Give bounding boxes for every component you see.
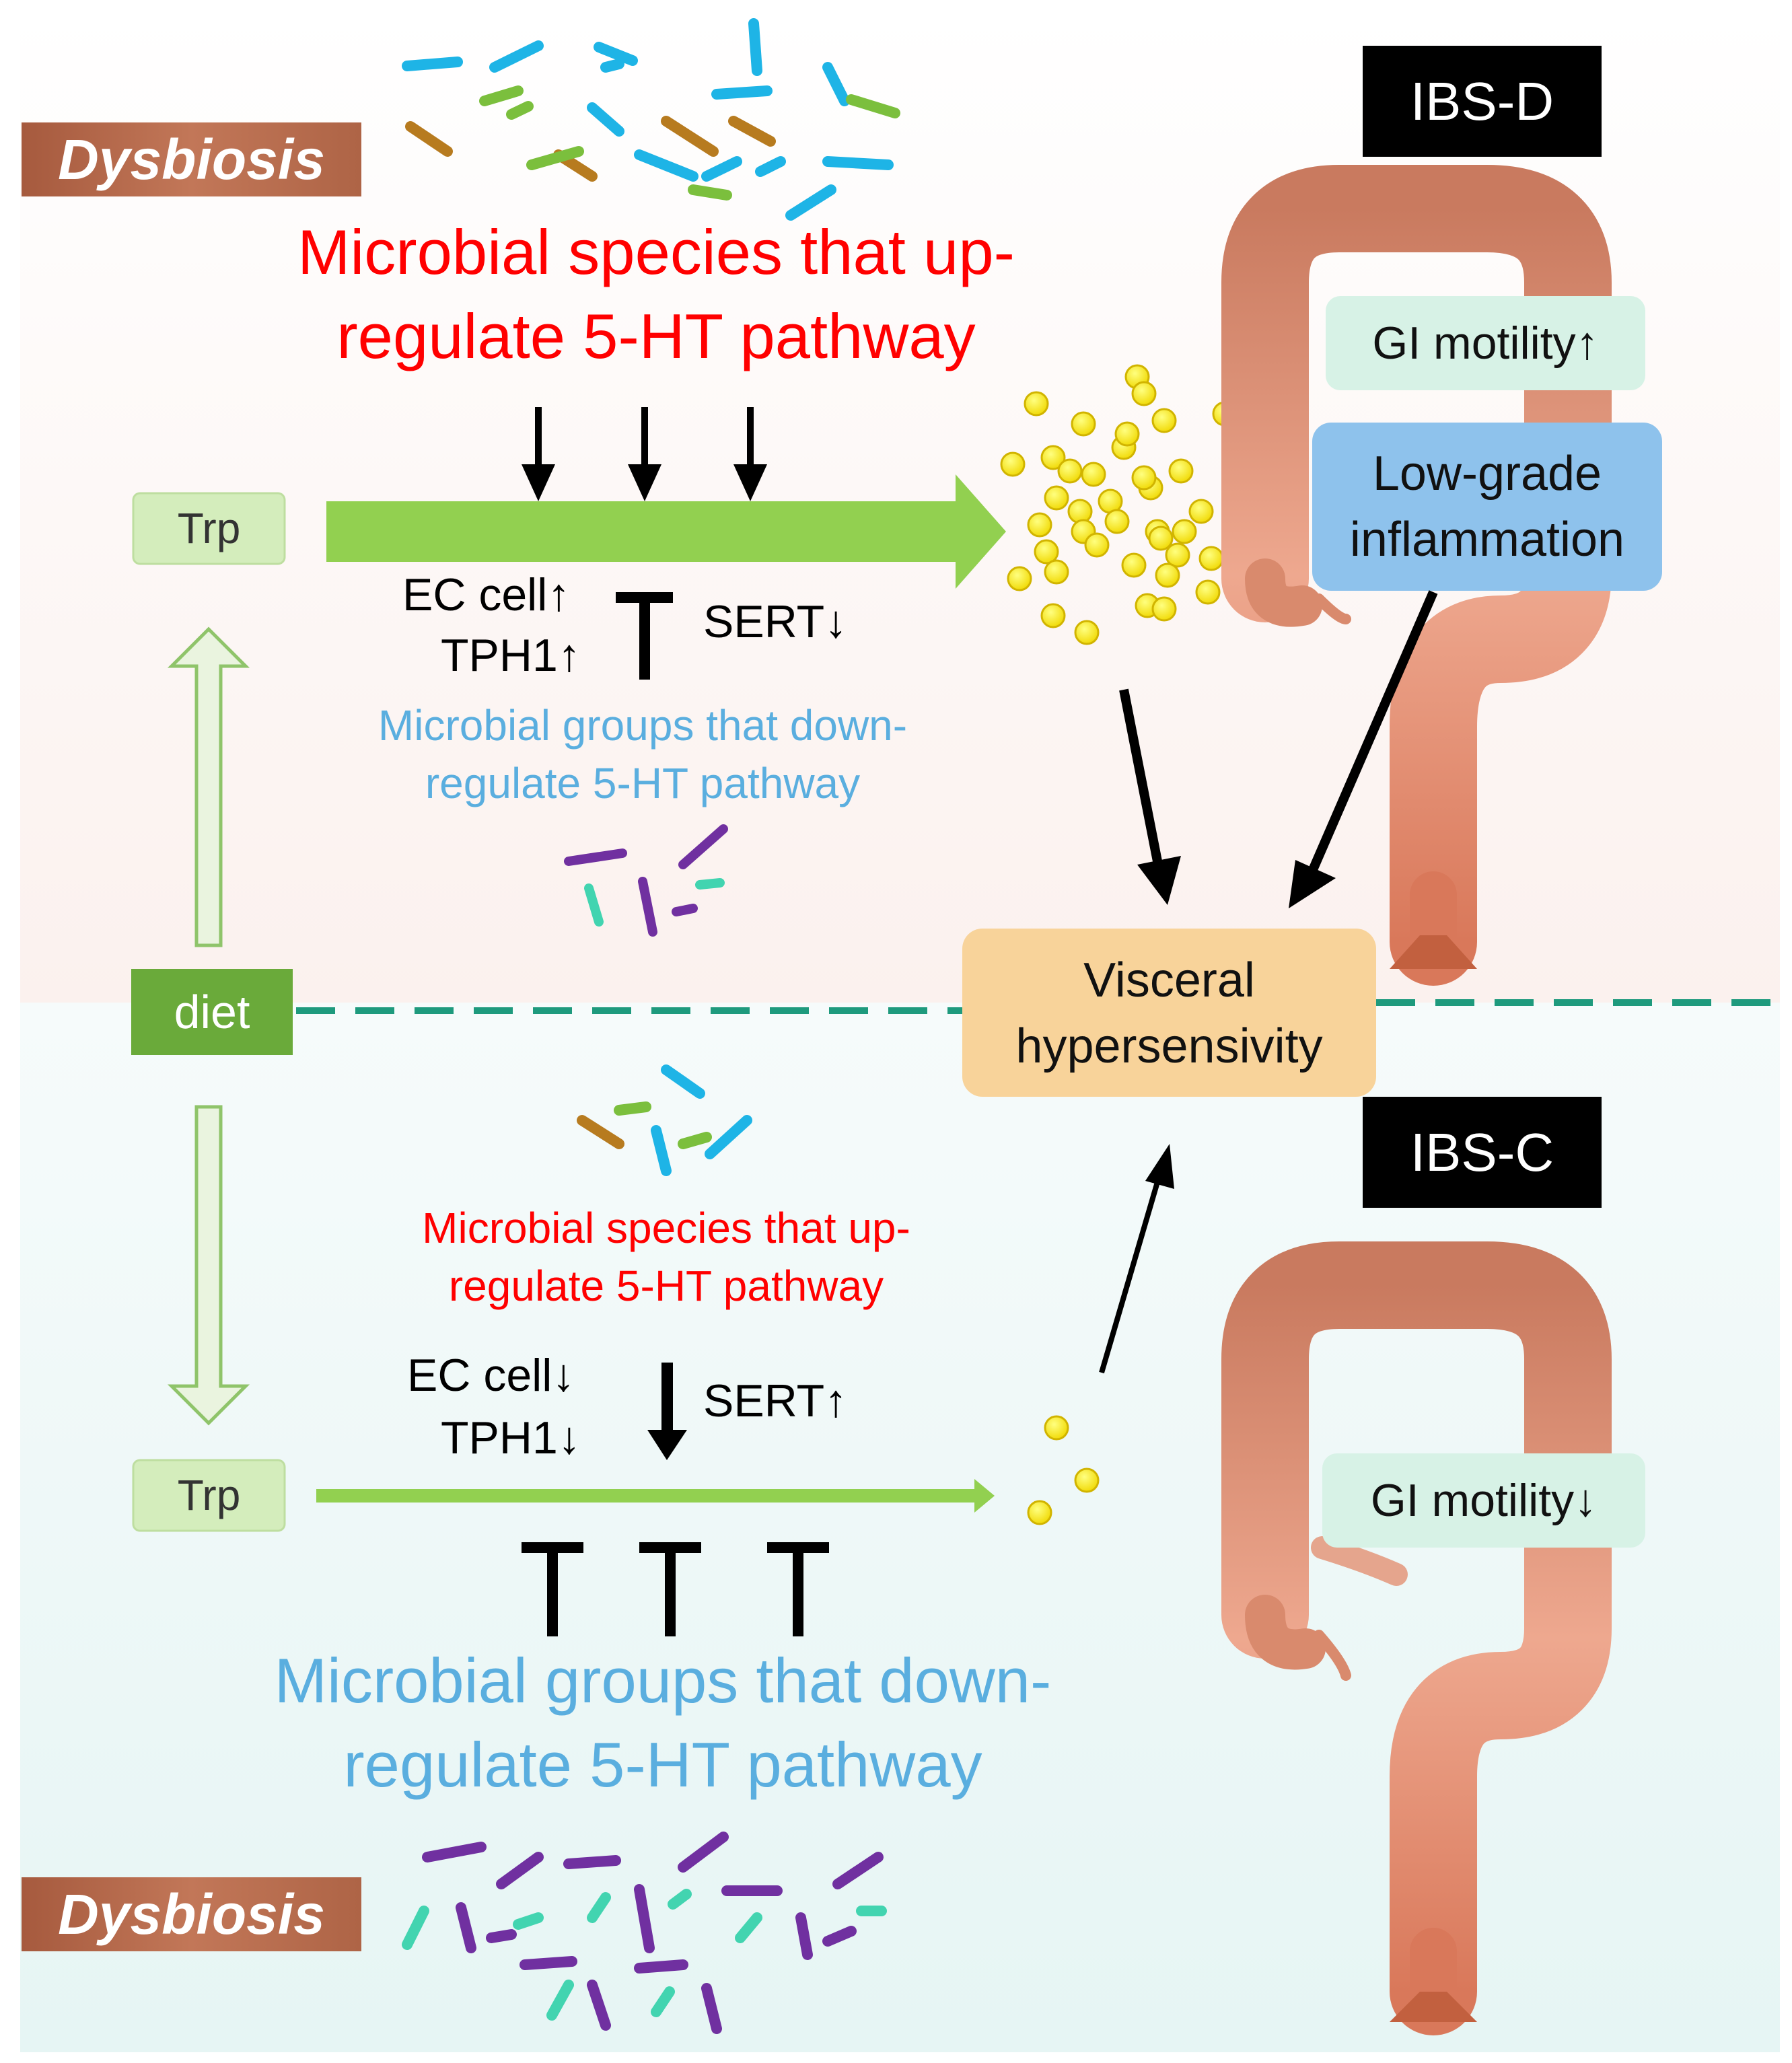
inflammation-label: Low-grade inflammation xyxy=(1312,441,1662,573)
downregulation-arrow-bottom xyxy=(647,1363,687,1460)
bacteria-cluster-bottom xyxy=(402,1832,887,2034)
visceral-label-line1: Visceral xyxy=(1083,953,1255,1007)
trp-box-top xyxy=(132,492,286,565)
bacteria-cluster-middle xyxy=(564,824,728,937)
diet-to-trp-arrow-up xyxy=(167,626,250,947)
gi-motility-box-bottom xyxy=(1322,1453,1645,1548)
up-species-title-top: Microbial species that up- regulate 5-HT… xyxy=(229,210,1083,378)
up-species-title-top-line1: Microbial species that up- xyxy=(297,217,1015,287)
dysbiosis-banner-bottom xyxy=(22,1877,361,1951)
visceral-label-line2: hypersensivity xyxy=(1015,1019,1323,1073)
up-species-title-bottom: Microbial species that up- regulate 5-HT… xyxy=(350,1199,982,1315)
trp-label-bottom: Trp xyxy=(177,1471,241,1519)
trp-label-top: Trp xyxy=(177,504,241,552)
down-groups-title-bottom: Microbial groups that down- regulate 5-H… xyxy=(222,1638,1104,1807)
diet-label: diet xyxy=(174,986,250,1038)
ibs-c-label: IBS-C xyxy=(1410,1122,1554,1182)
inflammation-label-line1: Low-grade xyxy=(1372,447,1602,501)
inflammation-box xyxy=(1312,423,1662,591)
visceral-box xyxy=(962,929,1376,1097)
gi-motility-label-bottom: GI motility↓ xyxy=(1370,1475,1598,1526)
tph1-label-bottom: TPH1↓ xyxy=(441,1412,581,1463)
colon-ibs-d-rectum xyxy=(1390,935,1477,969)
ibs-c-box xyxy=(1363,1097,1602,1208)
diet-box xyxy=(131,969,293,1055)
trp-box-bottom xyxy=(132,1459,286,1532)
dysbiosis-banner-top xyxy=(22,122,361,196)
down-groups-title-top: Microbial groups that down- regulate 5-H… xyxy=(316,696,969,812)
ec-cell-label-bottom: EC cell↓ xyxy=(407,1350,575,1401)
dysbiosis-label-bottom: Dysbiosis xyxy=(58,1883,325,1946)
inflammation-label-line2: inflammation xyxy=(1349,513,1625,567)
dysbiosis-label-top: Dysbiosis xyxy=(58,128,325,191)
ibs-d-box xyxy=(1363,46,1602,157)
visceral-label: Visceral hypersensivity xyxy=(962,947,1376,1079)
serotonin-dots-bottom xyxy=(1027,1415,1100,1525)
down-groups-title-top-line2: regulate 5-HT pathway xyxy=(425,759,861,807)
upregulation-arrows-top xyxy=(522,407,767,501)
arrows-to-visceral xyxy=(1099,590,1438,1374)
tph1-label-top: TPH1↑ xyxy=(441,630,581,681)
ibs-d-label: IBS-D xyxy=(1410,71,1554,131)
ec-cell-label-top: EC cell↑ xyxy=(402,569,571,620)
up-species-title-bottom-line2: regulate 5-HT pathway xyxy=(448,1262,884,1310)
up-species-title-bottom-line1: Microbial species that up- xyxy=(422,1204,910,1252)
sert-label-top: SERT↓ xyxy=(703,596,848,647)
down-groups-title-bottom-line1: Microbial groups that down- xyxy=(274,1645,1052,1716)
diet-to-trp-arrow-down xyxy=(167,1105,250,1426)
inhibition-symbol-top xyxy=(616,592,673,680)
down-groups-title-bottom-line2: regulate 5-HT pathway xyxy=(343,1729,982,1800)
gi-motility-label-top: GI motility↑ xyxy=(1372,318,1599,369)
bacteria-cluster-lower-up xyxy=(577,1064,752,1176)
trp-to-serotonin-arrow-bottom xyxy=(316,1479,995,1513)
inhibition-symbols-bottom xyxy=(522,1542,829,1636)
sert-label-bottom: SERT↑ xyxy=(703,1375,848,1426)
colon-ibs-c-rectum xyxy=(1390,1992,1477,2022)
up-species-title-top-line2: regulate 5-HT pathway xyxy=(336,301,976,371)
gi-motility-box-top xyxy=(1326,296,1645,390)
bacteria-cluster-top xyxy=(402,18,900,221)
down-groups-title-top-line1: Microbial groups that down- xyxy=(378,701,908,750)
trp-to-serotonin-arrow-top xyxy=(326,474,1006,589)
